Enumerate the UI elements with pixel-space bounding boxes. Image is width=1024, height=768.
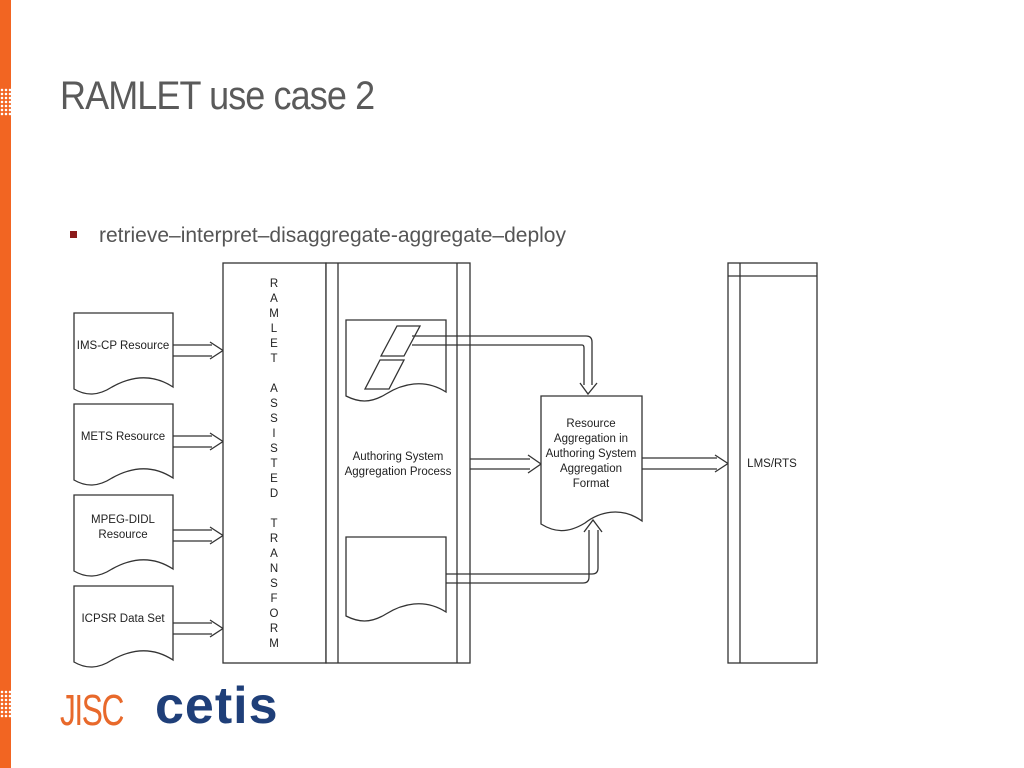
source-label-imscp: IMS-CP Resource <box>77 340 169 352</box>
lms-rts-box <box>727 262 818 664</box>
jisc-logo: JISC <box>60 686 124 735</box>
label-line: Format <box>573 478 610 490</box>
label-line: ICPSR Data Set <box>81 613 165 625</box>
vertical-letter: T <box>270 518 277 530</box>
vertical-letter: A <box>270 293 278 305</box>
label-line: IMS-CP Resource <box>77 340 169 352</box>
arrow-mets <box>173 432 225 451</box>
inner-doc-bottom <box>345 536 447 622</box>
vertical-letter: E <box>270 473 278 485</box>
bullet-item: retrieve–interpret–disaggregate-aggregat… <box>70 224 566 248</box>
source-label-mets: METS Resource <box>81 431 165 443</box>
vertical-letter: M <box>269 638 279 650</box>
vertical-letter: A <box>270 548 278 560</box>
source-label-icpsr: ICPSR Data Set <box>81 613 165 625</box>
label-line: Aggregation <box>560 463 622 475</box>
vertical-letter: M <box>269 308 279 320</box>
arrow-imscp <box>173 341 225 360</box>
source-doc-imscp <box>73 312 174 395</box>
arrow-icpsr <box>173 619 225 638</box>
arrow-bottom-to-aggregation <box>446 518 603 584</box>
label-line: Resource <box>566 418 615 430</box>
label-line: MPEG-DIDL <box>91 514 156 526</box>
arrow-top-to-aggregation <box>412 335 598 396</box>
vertical-letter: S <box>270 398 278 410</box>
source-doc-mets <box>73 403 174 486</box>
vertical-letter: R <box>270 623 278 635</box>
source-label-mpeg: MPEG-DIDL Resource <box>91 514 156 541</box>
vertical-letter: D <box>270 488 278 500</box>
label-line: Aggregation in <box>554 433 628 445</box>
vertical-letter <box>272 368 275 380</box>
fragment-shape-1 <box>379 325 422 357</box>
bullet-text: retrieve–interpret–disaggregate-aggregat… <box>99 224 566 247</box>
decorative-dots <box>0 690 11 718</box>
arrow-mpeg <box>173 526 225 545</box>
fragment-shape-2 <box>363 359 406 390</box>
source-doc-mpeg <box>73 494 174 577</box>
label-line: METS Resource <box>81 431 165 443</box>
source-doc-icpsr <box>73 585 174 668</box>
slide-title: RAMLET use case 2 <box>60 74 375 118</box>
vertical-letter: I <box>272 428 275 440</box>
bullet-marker <box>70 230 77 238</box>
vertical-letter: S <box>270 443 278 455</box>
vertical-letter: L <box>271 323 278 335</box>
arrow-authoring-to-aggregation <box>470 454 543 474</box>
vertical-letter: O <box>270 608 279 620</box>
vertical-letter: A <box>270 383 278 395</box>
cetis-logo: cetis <box>155 677 279 735</box>
vertical-letter: S <box>270 413 278 425</box>
lms-rts-label: LMS/RTS <box>747 458 797 470</box>
vertical-letter: N <box>270 563 278 575</box>
vertical-letter: F <box>270 593 277 605</box>
label-line: Aggregation Process <box>345 466 452 478</box>
label-line: Resource <box>98 529 147 541</box>
vertical-letter: T <box>270 353 277 365</box>
ramlet-transform-box <box>222 262 327 664</box>
aggregation-doc <box>540 395 643 532</box>
vertical-letter: T <box>270 458 277 470</box>
vertical-letter <box>272 503 275 515</box>
accent-bar <box>0 0 11 768</box>
vertical-letter: R <box>270 533 278 545</box>
vertical-letter: R <box>270 278 278 290</box>
arrow-aggregation-to-lms <box>642 454 730 473</box>
label-line: Authoring System <box>353 451 444 463</box>
decorative-dots <box>0 88 11 116</box>
label-line: Authoring System <box>546 448 637 460</box>
vertical-letter: S <box>270 578 278 590</box>
vertical-letter: E <box>270 338 278 350</box>
